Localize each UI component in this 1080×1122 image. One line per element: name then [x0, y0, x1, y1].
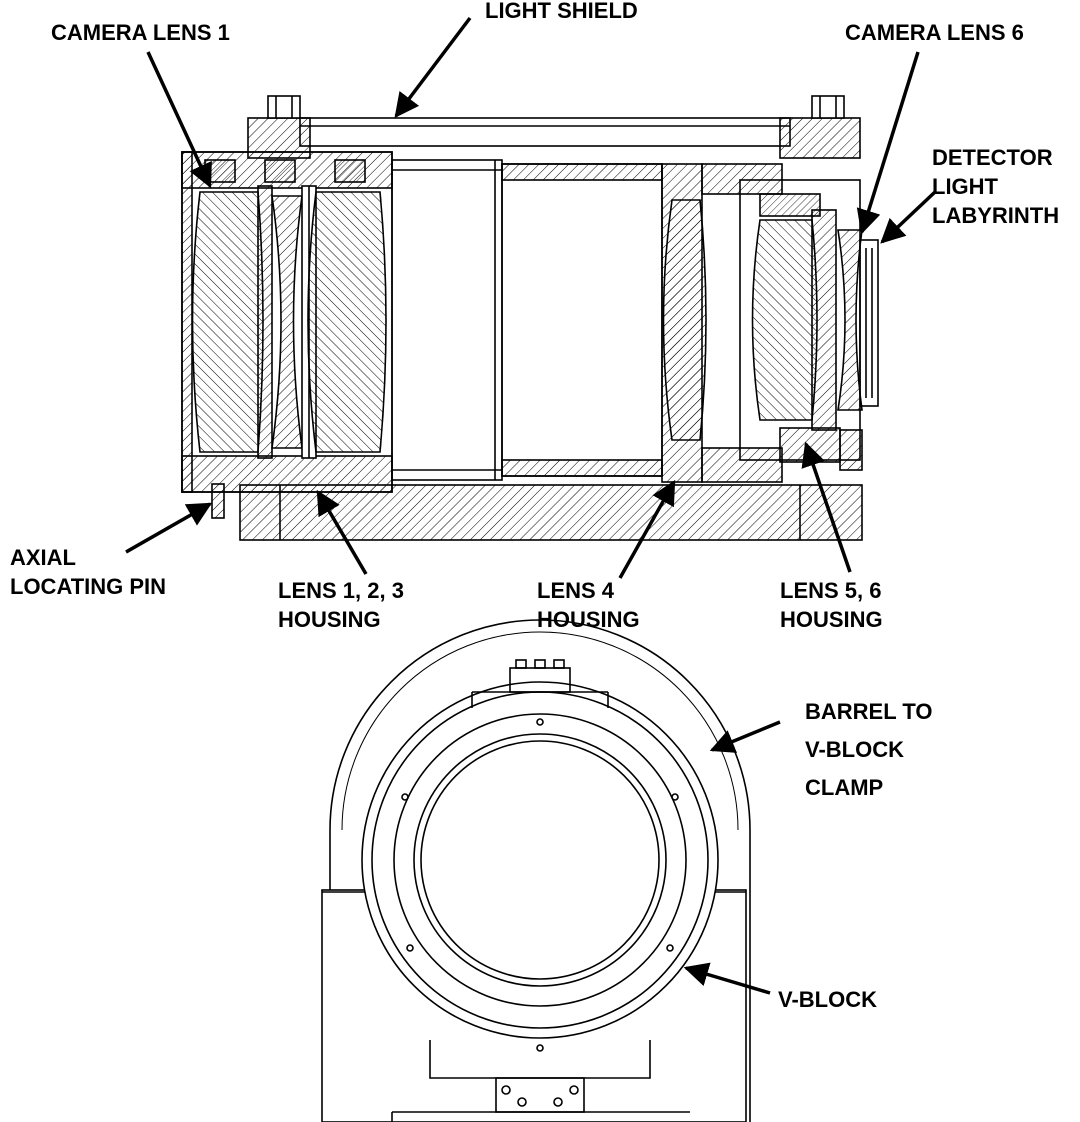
arrow-light-shield [394, 16, 472, 118]
label-camera-lens-6-line-1: CAMERA LENS 6 [845, 20, 1024, 45]
label-camera-lens-1-line-1: CAMERA LENS 1 [51, 20, 230, 45]
lens-5 [751, 219, 818, 421]
arrow-barrel-clamp [709, 720, 781, 753]
label-lens-123-housing: LENS 1, 2, 3 HOUSING [278, 576, 404, 634]
label-lens-56-housing: LENS 5, 6 HOUSING [780, 576, 883, 634]
label-v-block-line-1: V-BLOCK [778, 987, 877, 1012]
leader-arrows [125, 16, 937, 995]
arrow-camera-lens-1 [146, 51, 212, 189]
label-axial-locating-pin-line-2: LOCATING PIN [10, 574, 167, 599]
lens-6 [837, 229, 863, 411]
arrow-camera-lens-6 [856, 51, 920, 235]
arrow-lens-56-housing [801, 441, 852, 573]
label-lens-4-housing: LENS 4 HOUSING [537, 576, 640, 634]
label-barrel-to-v-block-clamp-line-2: V-BLOCK [805, 737, 904, 762]
label-camera-lens-1: CAMERA LENS 1 [51, 18, 230, 47]
label-light-shield: LIGHT SHIELD [485, 0, 638, 25]
label-detector-light-labyrinth-line-2: LIGHT [932, 174, 998, 199]
arrow-axial-pin [125, 502, 213, 554]
label-barrel-to-v-block-clamp-line-1: BARREL TO [805, 699, 933, 724]
axial-pin [211, 483, 225, 519]
label-axial-locating-pin: AXIAL LOCATING PIN [10, 543, 166, 601]
label-light-shield-line-1: LIGHT SHIELD [485, 0, 638, 23]
label-lens-56-housing-line-1: LENS 5, 6 [780, 578, 882, 603]
label-lens-4-housing-line-1: LENS 4 [537, 578, 615, 603]
light-shield-tube [299, 117, 791, 147]
label-lens-4-housing-line-2: HOUSING [537, 607, 640, 632]
lens-2 [271, 195, 303, 449]
arrow-lens-4-housing [618, 479, 676, 579]
lens-1 [191, 191, 264, 453]
section-view [181, 95, 879, 541]
label-barrel-to-v-block-clamp: BARREL TO V-BLOCK CLAMP [805, 693, 933, 807]
label-lens-123-housing-line-2: HOUSING [278, 607, 381, 632]
detector-labyrinth [859, 239, 879, 407]
label-lens-56-housing-line-2: HOUSING [780, 607, 883, 632]
label-detector-light-labyrinth-line-1: DETECTOR [932, 145, 1053, 170]
label-axial-locating-pin-line-1: AXIAL [10, 545, 76, 570]
lens-3 [307, 191, 387, 453]
end-view [321, 619, 751, 1122]
label-lens-123-housing-line-1: LENS 1, 2, 3 [278, 578, 404, 603]
label-detector-light-labyrinth-line-3: LABYRINTH [932, 203, 1060, 228]
v-block-base [239, 484, 863, 541]
lens-4 [662, 199, 707, 441]
label-camera-lens-6: CAMERA LENS 6 [845, 18, 1024, 47]
label-v-block: V-BLOCK [778, 985, 877, 1014]
label-barrel-to-v-block-clamp-line-3: CLAMP [805, 775, 884, 800]
label-detector-light-labyrinth: DETECTOR LIGHT LABYRINTH [932, 143, 1059, 230]
arrow-lens-123-housing [316, 489, 368, 575]
arrow-detector-labyrinth [880, 190, 937, 244]
arrow-v-block [683, 962, 771, 995]
